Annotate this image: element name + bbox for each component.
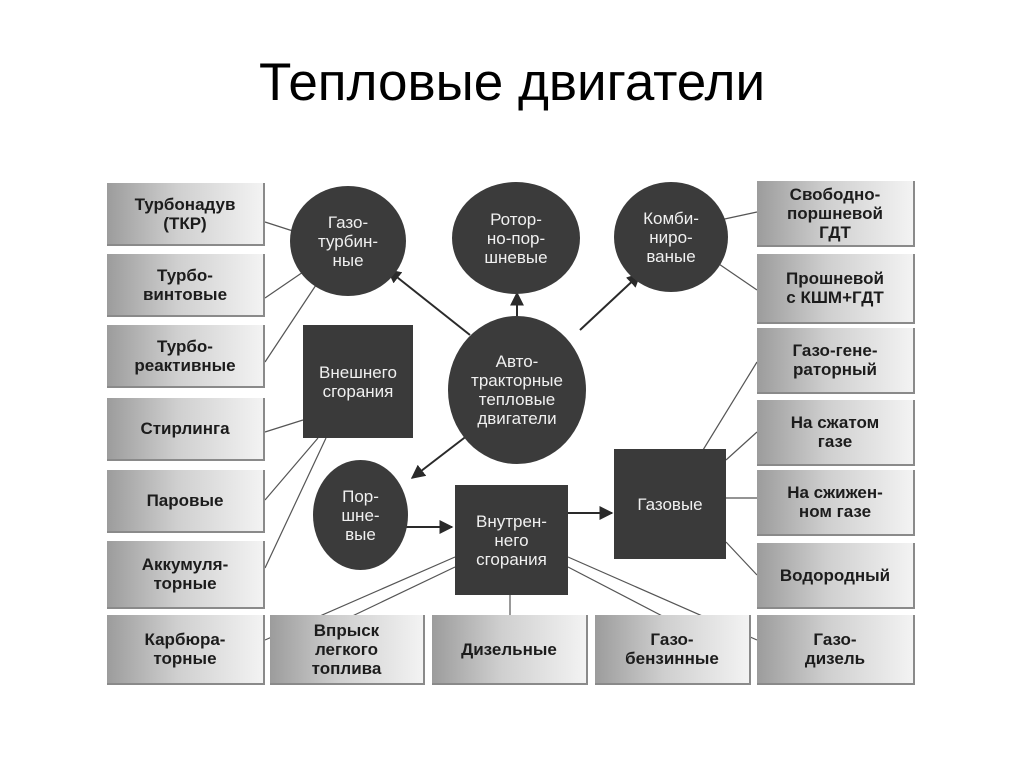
box-accumulator: Аккумуля- торные xyxy=(107,541,265,609)
arrow-to-piston xyxy=(410,434,469,479)
box-turbojet: Турбо- реактивные xyxy=(107,325,265,388)
box-diesel: Дизельные xyxy=(432,615,588,685)
circle-rotary-piston: Ротор- но-пор- шневые xyxy=(452,182,580,294)
box-liquefied-gas: На сжижен- ном газе xyxy=(757,470,915,536)
square-internal-combustion: Внутрен- него сгорания xyxy=(455,485,568,595)
arrow-to-combined xyxy=(579,273,642,331)
arrow-to-gas-turbine xyxy=(386,269,471,336)
box-gas-petrol: Газо- бензинные xyxy=(595,615,751,685)
box-steam: Паровые xyxy=(107,470,265,533)
box-turboprop: Турбо- винтовые xyxy=(107,254,265,317)
page-title: Тепловые двигатели xyxy=(258,53,766,112)
circle-piston: Пор- шне- вые xyxy=(313,460,408,570)
box-turbocharger: Турбонадув (ТКР) xyxy=(107,183,265,246)
box-hydrogen: Водородный xyxy=(757,543,915,609)
box-gas-generator: Газо-гене- раторный xyxy=(757,328,915,394)
box-piston-kshm-gdt: Прошневой с КШМ+ГДТ xyxy=(757,254,915,324)
box-free-piston-gdt: Свободно- поршневой ГДТ xyxy=(757,181,915,247)
box-carburetor: Карбюра- торные xyxy=(107,615,265,685)
circle-gas-turbine: Газо- турбин- ные xyxy=(290,186,406,296)
circle-center-auto-tractor-engines: Авто- тракторные тепловые двигатели xyxy=(448,316,586,464)
box-gas-diesel: Газо- дизель xyxy=(757,615,915,685)
square-gas: Газовые xyxy=(614,449,726,559)
box-light-fuel-injection: Впрыск легкого топлива xyxy=(270,615,425,685)
square-external-combustion: Внешнего сгорания xyxy=(303,325,413,438)
circle-combined: Комби- ниро- ваные xyxy=(614,182,728,292)
box-compressed-gas: На сжатом газе xyxy=(757,400,915,466)
box-stirling: Стирлинга xyxy=(107,398,265,461)
